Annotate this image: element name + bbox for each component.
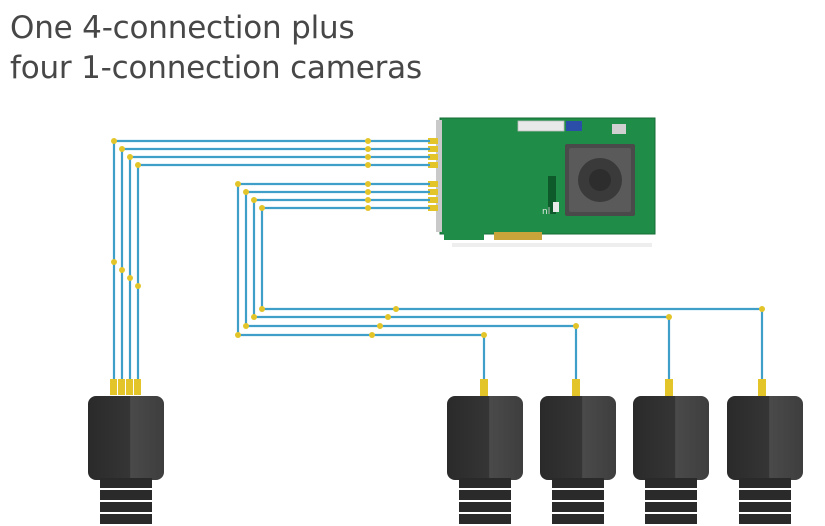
svg-text:nl: nl [542,207,550,217]
camera-1-connection-1 [447,396,523,524]
camera-icon [540,396,616,524]
cable-a1 [112,139,430,385]
camera-1-connection-2 [540,396,616,524]
camera-1-connection-3 [633,396,709,524]
board-ports [428,138,438,211]
camera-icon [447,396,523,524]
frame-grabber-board: nl [428,117,656,247]
pcie-frame-grabber-icon: nl [436,117,656,247]
diagram-title: One 4-connection plus four 1-connection … [10,8,422,88]
camera-icon [633,396,709,524]
title-line-2: four 1-connection cameras [10,50,422,86]
camera-icon [88,396,164,524]
camera-icon [727,396,803,524]
cable-a4 [136,163,430,385]
title-line-1: One 4-connection plus [10,10,355,46]
camera-4-connection [88,396,164,524]
camera-1-connection-4 [727,396,803,524]
connector-dots [111,138,765,338]
cables-4-connection [112,139,430,385]
camera-plugs [110,379,766,397]
